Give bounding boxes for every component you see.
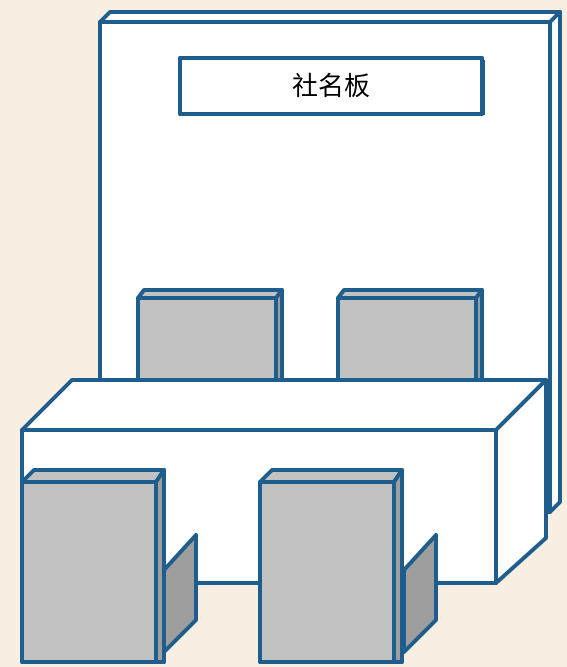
back-chair-right <box>336 288 484 384</box>
company-name-sign: 社名板 <box>178 56 485 116</box>
back-chair-left <box>136 288 284 384</box>
sign-board <box>178 56 484 116</box>
front-chair-left <box>20 468 198 664</box>
front-chair-right <box>258 468 438 664</box>
back-chair-left-front <box>136 296 278 384</box>
sign-label: 社名板 <box>292 72 370 102</box>
front-chair-left-front <box>20 480 158 664</box>
desk-top <box>20 378 548 432</box>
back-chair-right-front <box>336 296 478 384</box>
front-chair-right-front <box>258 480 396 664</box>
